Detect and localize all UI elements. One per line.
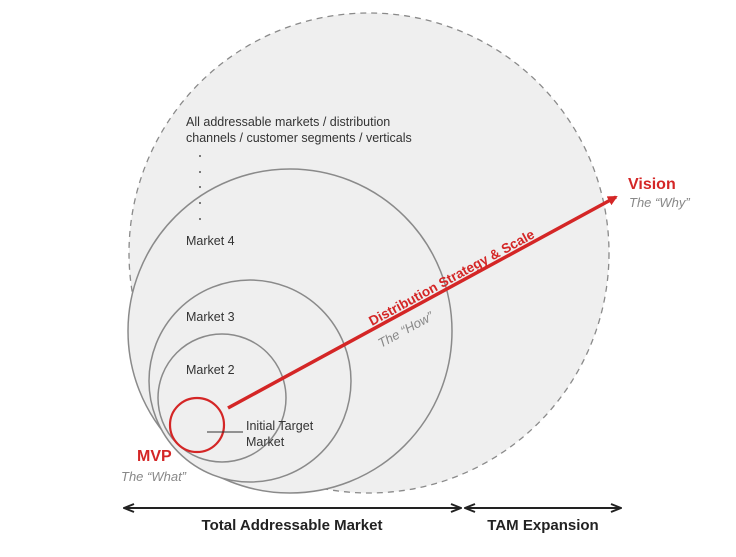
initial-target-market-circle (168, 396, 226, 454)
vision-label: Vision (628, 176, 676, 193)
ellipsis-dots (199, 155, 201, 220)
what-label: The “What” (121, 469, 187, 484)
why-label: The “Why” (629, 195, 690, 210)
market-4-label: Market 4 (186, 234, 235, 248)
market-2-label: Market 2 (186, 363, 235, 377)
tam-axis-label: Total Addressable Market (202, 517, 383, 534)
initial-target-label-1: Initial Target (246, 419, 314, 433)
tam-expansion-label: TAM Expansion (487, 517, 598, 534)
headline-line-2: channels / customer segments / verticals (186, 131, 412, 145)
initial-target-label-2: Market (246, 435, 285, 449)
market-3-label: Market 3 (186, 310, 235, 324)
distribution-strategy-arrow (227, 195, 618, 410)
headline-line-1: All addressable markets / distribution (186, 115, 390, 129)
mvp-label: MVP (137, 448, 172, 465)
